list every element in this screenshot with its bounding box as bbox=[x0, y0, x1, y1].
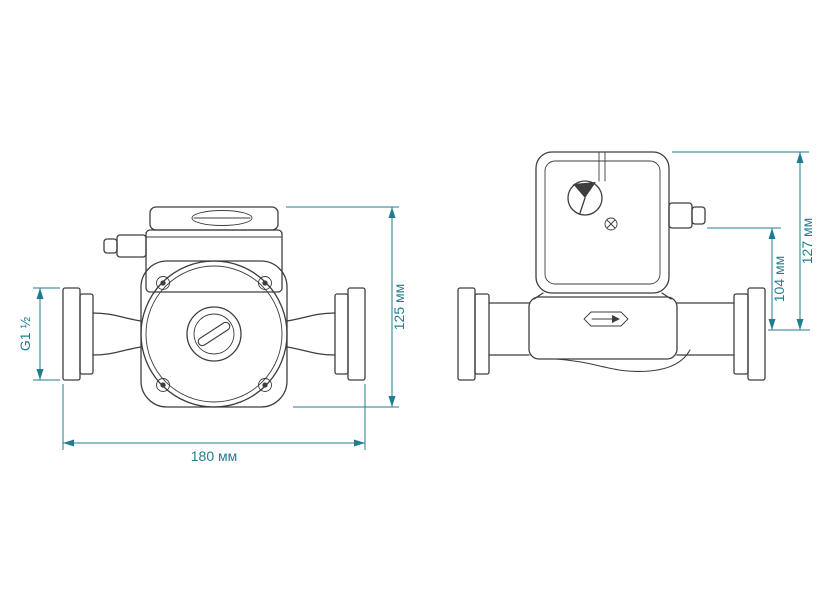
flow-direction-icon bbox=[583, 311, 629, 327]
dimensions: 180 мм 125 мм G1 ½ bbox=[17, 151, 815, 464]
dimension-label-height-total: 127 мм bbox=[799, 218, 815, 265]
shaft-hub bbox=[186, 306, 242, 362]
cable-gland-side bbox=[668, 202, 706, 229]
volute-curve bbox=[555, 349, 691, 373]
dimension-label-thread: G1 ½ bbox=[17, 317, 33, 352]
dimension-label-height-gland: 104 мм bbox=[771, 256, 787, 303]
shaft-slot-icon bbox=[197, 321, 231, 347]
terminal-box bbox=[145, 229, 283, 293]
dimension-height-127: 127 мм bbox=[672, 151, 815, 331]
side-view bbox=[457, 151, 766, 381]
speed-selector-knob bbox=[567, 180, 603, 216]
dimension-height-104: 104 мм bbox=[707, 227, 787, 330]
pump-housing-side bbox=[528, 296, 678, 360]
plate-screws bbox=[156, 276, 272, 392]
flange-left-front bbox=[62, 287, 94, 381]
cable-gland-front bbox=[103, 234, 147, 258]
dimension-label-width: 180 мм bbox=[191, 448, 238, 464]
dimension-height-125: 125 мм bbox=[286, 206, 407, 408]
motor-body bbox=[535, 151, 670, 294]
flange-right-front bbox=[334, 287, 366, 381]
dimension-label-height-front: 125 мм bbox=[391, 284, 407, 331]
lid-nameplate bbox=[191, 210, 253, 226]
dimension-thread-g: G1 ½ bbox=[17, 287, 60, 381]
dimension-width-180: 180 мм bbox=[62, 384, 366, 464]
front-view bbox=[62, 206, 366, 408]
pump-body-circle bbox=[140, 260, 288, 408]
screw-icon bbox=[604, 217, 618, 231]
flange-right-side bbox=[733, 287, 766, 381]
flange-left-side bbox=[457, 287, 490, 381]
